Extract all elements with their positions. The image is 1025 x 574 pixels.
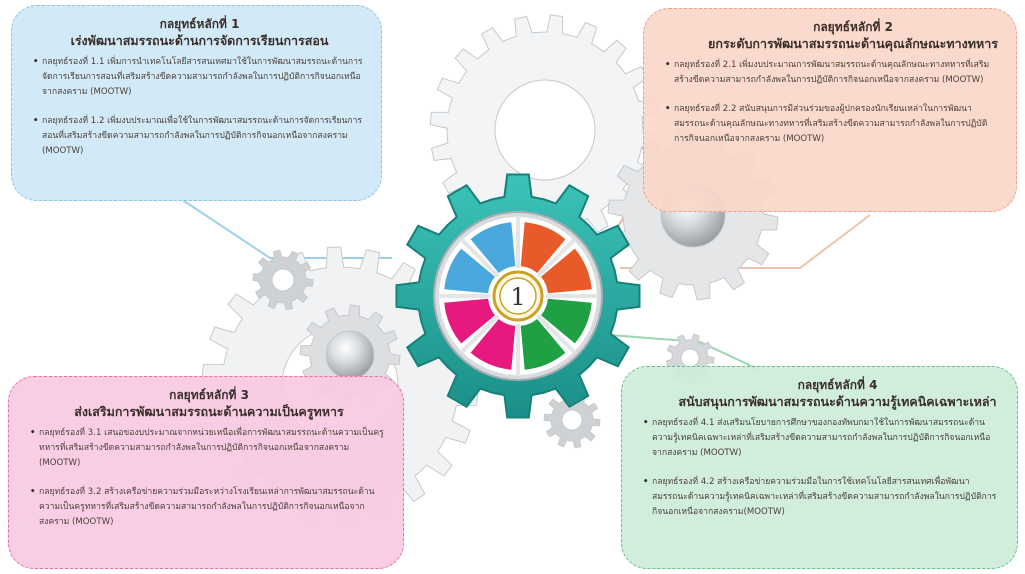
connector-line <box>174 194 392 259</box>
center-medallion: 1 <box>492 270 544 322</box>
strategy-title: กลยุทธ์หลักที่ 1 <box>159 17 240 31</box>
sub-strategy-item: กลยุทธ์รองที่ 4.2 สร้างเครือข่ายความร่วม… <box>643 475 1001 520</box>
strategy-box-1: กลยุทธ์หลักที่ 1 เร่งพัฒนาสมรรถนะด้านการ… <box>11 5 382 201</box>
strategy-title: กลยุทธ์หลักที่ 3 <box>169 388 249 402</box>
color-wedge <box>520 319 566 370</box>
sub-strategy-item: กลยุทธ์รองที่ 3.2 สร้างเครือข่ายความร่วม… <box>30 485 387 530</box>
strategy-subtitle: เร่งพัฒนาสมรรถนะด้านการจัดการเรียนการสอน <box>70 33 329 48</box>
sub-strategy-item: กลยุทธ์รองที่ 1.1 เพิ่มการนำเทคโนโลยีสาร… <box>33 55 365 100</box>
sub-strategy-list: กลยุทธ์รองที่ 1.1 เพิ่มการนำเทคโนโลยีสาร… <box>33 55 365 159</box>
color-wedge <box>470 222 516 273</box>
color-wedge <box>541 298 592 344</box>
sub-strategy-list: กลยุทธ์รองที่ 4.1 ส่งเสริมนโยบายการศึกษา… <box>643 416 1001 520</box>
gear-hole <box>680 348 700 368</box>
strategy-box-3: กลยุทธ์หลักที่ 3 ส่งเสริมการพัฒนาสมรรถนะ… <box>8 376 404 569</box>
strategy-title: กลยุทธ์หลักที่ 2 <box>813 20 893 34</box>
sub-strategy-item: กลยุทธ์รองที่ 1.2 เพิ่มงบประมาณเพื่อใช้ใ… <box>33 114 365 159</box>
gear-hole <box>561 409 583 431</box>
strategy-box-4: กลยุทธ์หลักที่ 4 สนับสนุนการพัฒนาสมรรถนะ… <box>621 366 1018 569</box>
strategy-subtitle: ส่งเสริมการพัฒนาสมรรถนะด้านความเป็นครูทห… <box>74 404 344 419</box>
color-wedges <box>438 216 598 376</box>
gear-hole <box>494 79 596 181</box>
sub-strategy-item: กลยุทธ์รองที่ 4.1 ส่งเสริมนโยบายการศึกษา… <box>643 416 1001 461</box>
sub-strategy-list: กลยุทธ์รองที่ 2.1 เพิ่มงบประมาณการพัฒนาส… <box>665 58 1000 147</box>
wedge-divider <box>536 238 576 278</box>
wedge-divider <box>460 238 500 278</box>
sub-strategy-list: กลยุทธ์รองที่ 3.1 เสนอของบประมาณจากหน่วย… <box>30 426 387 530</box>
strategy-box-2: กลยุทธ์หลักที่ 2 ยกระดับการพัฒนาสมรรถนะด… <box>643 8 1017 212</box>
gear-hole <box>271 268 295 292</box>
strategy-subtitle: สนับสนุนการพัฒนาสมรรถนะด้านความรู้เทคนิค… <box>678 394 997 409</box>
wedge-divider <box>460 314 500 354</box>
wedge-divider <box>536 314 576 354</box>
color-wedge <box>520 222 566 273</box>
connector-line <box>609 334 761 371</box>
strategy-subtitle: ยกระดับการพัฒนาสมรรถนะด้านคุณลักษณะทางทห… <box>708 36 998 51</box>
color-wedge <box>444 248 495 294</box>
strategy-title: กลยุทธ์หลักที่ 4 <box>797 378 878 392</box>
sub-strategy-item: กลยุทธ์รองที่ 2.2 สนับสนุนการมีส่วนร่วมข… <box>665 102 1000 147</box>
color-wedge <box>541 248 592 294</box>
gear-hole <box>325 330 375 380</box>
color-wedge <box>444 298 495 344</box>
sub-strategy-item: กลยุทธ์รองที่ 2.1 เพิ่มงบประมาณการพัฒนาส… <box>665 58 1000 88</box>
center-number: 1 <box>510 283 525 311</box>
sub-strategy-item: กลยุทธ์รองที่ 3.1 เสนอของบประมาณจากหน่วย… <box>30 426 387 471</box>
color-wedge <box>470 319 516 370</box>
